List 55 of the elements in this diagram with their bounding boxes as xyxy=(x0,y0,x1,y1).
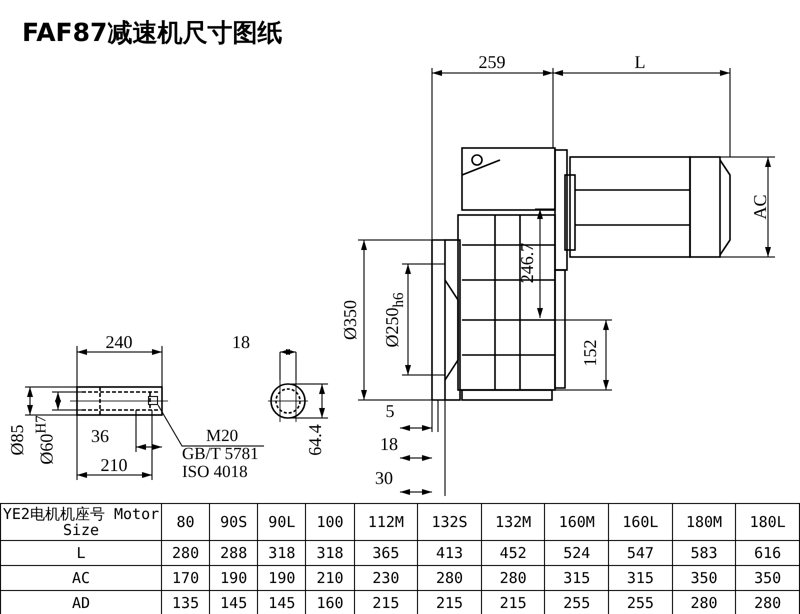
header-cell: YE2电机机座号 Motor Size xyxy=(0,504,162,540)
dimension-label: 18 xyxy=(232,333,250,351)
dimension-label: 210 xyxy=(100,456,128,474)
table-cell: 365 xyxy=(354,540,418,566)
table-cell: 318 xyxy=(306,540,354,566)
table-cell: 190 xyxy=(258,566,306,590)
dimension-label: Ø85 xyxy=(8,424,26,456)
table-cell: 524 xyxy=(544,540,609,566)
dimension-label: 36 xyxy=(91,427,109,445)
threaded-hole xyxy=(148,396,158,405)
thread-spec-note: M20 GB/T 5781 ISO 4018 xyxy=(182,427,264,481)
table-cell: AC xyxy=(0,566,162,590)
table-cell: 190 xyxy=(210,566,258,590)
dimension-label: 18 xyxy=(380,435,398,453)
dimension-label: Ø350 xyxy=(341,300,359,340)
dimension-label: 30 xyxy=(375,469,393,487)
table-cell: 160M xyxy=(544,504,609,540)
table-cell: 132S xyxy=(418,504,482,540)
table-cell: 280 xyxy=(481,566,545,590)
table-cell: 180M xyxy=(672,504,736,540)
table-cell: 170 xyxy=(162,566,210,590)
table-cell: 90S xyxy=(210,504,258,540)
table-cell: 230 xyxy=(354,566,418,590)
table-cell: L xyxy=(0,540,162,566)
table-cell: 315 xyxy=(544,566,609,590)
leader-line xyxy=(158,404,264,446)
table-cell: 547 xyxy=(608,540,672,566)
table-cell: 413 xyxy=(418,540,482,566)
table-cell: 583 xyxy=(672,540,736,566)
table-cell: 288 xyxy=(210,540,258,566)
table-cell: 616 xyxy=(736,540,800,566)
dimension-label: AC xyxy=(751,194,769,220)
dimension-label: L xyxy=(634,53,646,71)
table-cell: 160L xyxy=(608,504,672,540)
dimension-label: 152 xyxy=(581,340,599,366)
table-cell: 280 xyxy=(418,566,482,590)
dimension-label: 240 xyxy=(106,333,132,351)
table-cell: 318 xyxy=(258,540,306,566)
table-cell: 112M xyxy=(354,504,418,540)
dimension-label: 5 xyxy=(386,402,394,420)
table-cell: 80 xyxy=(162,504,210,540)
table-cell: 90L xyxy=(258,504,306,540)
table-cell: 100 xyxy=(306,504,354,540)
table-cell: 315 xyxy=(608,566,672,590)
dimension-label: 259 xyxy=(478,53,506,71)
table-cell: 350 xyxy=(672,566,736,590)
table-cell: 132M xyxy=(481,504,545,540)
table-cell: 350 xyxy=(736,566,800,590)
table-cell: 280 xyxy=(162,540,210,566)
dimension-label: 64.4 xyxy=(306,424,324,456)
table-cell: 452 xyxy=(481,540,545,566)
table-cell: AD xyxy=(0,590,162,614)
table-cell: 210 xyxy=(306,566,354,590)
table-cell: 180L xyxy=(736,504,800,540)
title: FAF87减速机尺寸图纸 xyxy=(22,20,282,45)
